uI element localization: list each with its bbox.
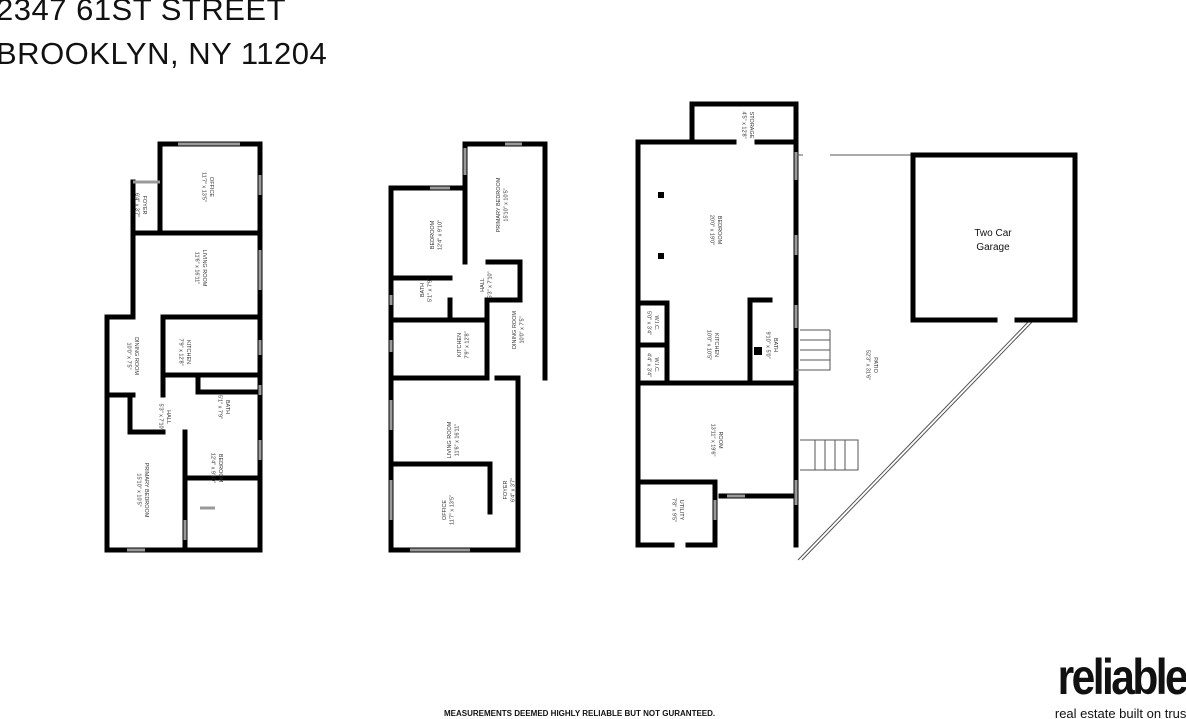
svg-text:BEDROOM12'4" x 9'10": BEDROOM12'4" x 9'10" (430, 220, 444, 250)
room-label: BATH (772, 338, 778, 352)
room-dimensions: 5'0" x 3'4" (646, 311, 652, 335)
room-label: BATH (420, 283, 426, 297)
room-dimensions: 6'4" x 3'7" (511, 478, 517, 502)
room-dimensions: 15'10" x 10'5" (504, 188, 510, 221)
floor-plan-1: OFFICE11'7" x 13'5" FOYER6'4" x 3'7" LIV… (104, 141, 263, 553)
room-label: DINING ROOM (133, 337, 139, 375)
svg-text:BEDROOM20'0" x 19'0": BEDROOM20'0" x 19'0" (709, 215, 723, 245)
room-dimensions: 4'5" x 12'8" (741, 111, 747, 138)
svg-text:PRIMARY BEDROOM15'10" x 10'5": PRIMARY BEDROOM15'10" x 10'5" (136, 463, 150, 518)
room-label: BATH (224, 400, 230, 414)
room-label: W.I.C. (653, 316, 659, 331)
svg-text:HALL5'3" x 7'10": HALL5'3" x 7'10" (480, 271, 494, 298)
room-label: STORAGE (748, 112, 754, 139)
room-label: BEDROOM (217, 454, 223, 483)
room-dimensions: 11'6" x 16'11" (194, 252, 200, 284)
room-dimensions: 11'7" x 13'5" (201, 172, 207, 202)
room-label: OFFICE (208, 177, 214, 197)
svg-text:BATH5'1" x 7'9": BATH5'1" x 7'9" (420, 278, 434, 302)
room-label: PRIMARY BEDROOM (496, 177, 502, 232)
room-dimensions: 4'4" x 3'4" (646, 353, 652, 377)
svg-text:BATH5'1" x 7'9": BATH5'1" x 7'9" (217, 395, 231, 419)
room-dimensions: 6'4" x 3'7" (134, 193, 140, 217)
room-label: W.I.C. (653, 358, 659, 373)
room-dimensions: 11'7" x 13'5" (450, 495, 456, 525)
svg-text:DINING ROOM10'0" x 7'5": DINING ROOM10'0" x 7'5" (126, 337, 140, 375)
room-label: FOYER (503, 481, 509, 500)
room-label: DINING ROOM (512, 311, 518, 349)
svg-text:LIVING ROOM11'6" x 16'11": LIVING ROOM11'6" x 16'11" (447, 421, 461, 458)
room-label: HALL (480, 278, 486, 292)
room-dimensions: 5'3" x 7'10" (158, 403, 164, 430)
room-label: KITCHEN (457, 333, 463, 357)
logo-wordmark: reliable (1057, 649, 1186, 705)
room-label: PRIMARY BEDROOM (143, 463, 149, 518)
disclaimer: MEASUREMENTS DEEMED HIGHLY RELIABLE BUT … (444, 709, 716, 718)
address-line-1: 2347 61ST STREET (0, 0, 287, 27)
svg-text:W.I.C.5'0" x 3'4": W.I.C.5'0" x 3'4" (646, 311, 660, 335)
room-label: BEDROOM (716, 216, 722, 245)
svg-text:FOYER6'4" x 3'7": FOYER6'4" x 3'7" (503, 478, 517, 502)
room-label: BEDROOM (430, 220, 436, 249)
svg-text:PATIO52'3" x 31'6": PATIO52'3" x 31'6" (865, 350, 879, 380)
room-dimensions: 5'1" x 7'9" (217, 395, 223, 419)
room-dimensions: 10'0" x 7'5" (126, 342, 132, 369)
room-label: KITCHEN (185, 340, 191, 364)
room-label: ROOM (717, 431, 723, 449)
garage-label: Two Car (974, 228, 1012, 239)
garage-label-2: Garage (976, 242, 1010, 253)
svg-text:KITCHEN7'9" x 12'8": KITCHEN7'9" x 12'8" (178, 338, 192, 365)
room-dimensions: 11'6" x 16'11" (455, 424, 461, 456)
room-dimensions: 5'3" x 7'10" (488, 271, 494, 298)
svg-text:HALL5'3" x 7'10": HALL5'3" x 7'10" (158, 403, 172, 430)
room-dimensions: 7'8" x 9'5" (671, 498, 677, 522)
room-dimensions: 10'0" x 10'5" (706, 330, 712, 360)
room-dimensions: 7'9" x 12'8" (178, 338, 184, 365)
svg-text:STORAGE4'5" x 12'8": STORAGE4'5" x 12'8" (741, 111, 755, 138)
room-dimensions: 20'0" x 19'0" (709, 215, 715, 245)
room-dimensions: 7'9" x 12'8" (465, 331, 471, 358)
svg-text:OFFICE11'7" x 13'5": OFFICE11'7" x 13'5" (201, 172, 215, 202)
room-dimensions: 12'4" x 9'10" (210, 453, 216, 483)
room-dimensions: 9'10" x 5'0" (765, 331, 771, 358)
address-line-2: BROOKLYN, NY 11204 (0, 36, 328, 71)
room-label: HALL (165, 410, 171, 424)
svg-text:BEDROOM12'4" x 9'10": BEDROOM12'4" x 9'10" (210, 453, 224, 483)
room-dimensions: 12'4" x 9'10" (438, 220, 444, 250)
room-dimensions: 13'11" x 19'6" (710, 424, 716, 457)
svg-text:PRIMARY BEDROOM15'10" x 10'5": PRIMARY BEDROOM15'10" x 10'5" (496, 177, 510, 232)
svg-text:BATH9'10" x 5'0": BATH9'10" x 5'0" (765, 331, 779, 358)
svg-text:DINING ROOM10'0" x 7'5": DINING ROOM10'0" x 7'5" (512, 311, 526, 349)
room-dimensions: 5'1" x 7'9" (428, 278, 434, 302)
svg-text:W.I.C.4'4" x 3'4": W.I.C.4'4" x 3'4" (646, 353, 660, 377)
svg-text:OFFICE11'7" x 13'5": OFFICE11'7" x 13'5" (442, 495, 456, 525)
svg-text:LIVING ROOM11'6" x 16'11": LIVING ROOM11'6" x 16'11" (194, 250, 208, 287)
room-dimensions: 15'10" x 10'5" (136, 473, 142, 506)
svg-text:KITCHEN10'0" x 10'5": KITCHEN10'0" x 10'5" (706, 330, 720, 360)
room-label: FOYER (141, 196, 147, 215)
room-label: KITCHEN (713, 333, 719, 357)
room-label: PATIO (872, 357, 878, 373)
svg-text:KITCHEN7'9" x 12'8": KITCHEN7'9" x 12'8" (457, 331, 471, 358)
floor-plan-3: STORAGE4'5" x 12'8" BEDROOM20'0" x 19'0"… (635, 101, 1078, 561)
room-label: OFFICE (442, 500, 448, 520)
svg-text:FOYER6'4" x 3'7": FOYER6'4" x 3'7" (134, 193, 148, 217)
svg-text:UTILITY7'8" x 9'5": UTILITY7'8" x 9'5" (671, 498, 685, 522)
room-label: LIVING ROOM (201, 250, 207, 287)
svg-text:ROOM13'11" x 19'6": ROOM13'11" x 19'6" (710, 424, 724, 457)
room-dimensions: 10'0" x 7'5" (520, 316, 526, 343)
room-label: UTILITY (678, 500, 684, 521)
room-dimensions: 52'3" x 31'6" (865, 350, 871, 380)
room-label: LIVING ROOM (447, 421, 453, 458)
reliable-logo: reliable real estate built on trust (1035, 648, 1186, 719)
logo-tagline: real estate built on trust (1054, 706, 1186, 719)
